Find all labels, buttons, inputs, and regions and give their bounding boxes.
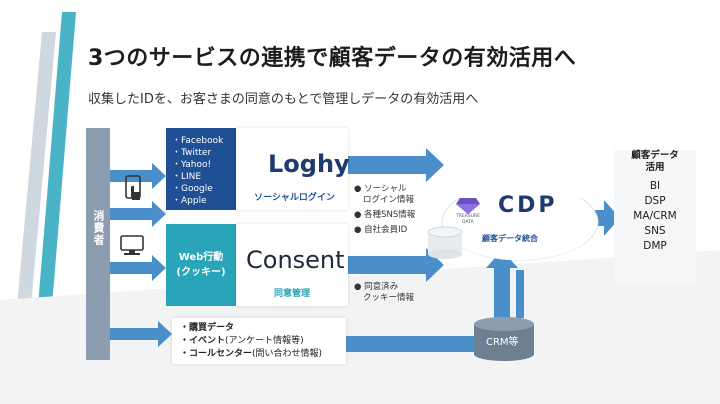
- social-sources-box: ・Facebook ・Twitter ・Yahoo! ・LINE ・Google…: [166, 128, 236, 210]
- social-source: ・Google: [172, 184, 213, 194]
- loghy-label: ソーシャルログイン: [254, 193, 335, 203]
- utilization-item: BI: [649, 180, 661, 192]
- page-title: 3つのサービスの連携で顧客データの有効活用へ: [88, 46, 577, 71]
- other-data-item: ・コールセンター(問い合わせ情報): [180, 349, 323, 359]
- page-subtitle: 収集したIDを、お客さまの同意のもとで管理しデータの有効活用へ: [88, 92, 479, 107]
- treasure-data-wordmark: TREASURE DATA: [456, 214, 480, 225]
- social-source: ・Apple: [172, 196, 207, 206]
- arrow-loghy-cdp: [348, 148, 444, 182]
- consumer-bar: 消費者: [86, 128, 110, 360]
- utilization-heading: 顧客データ 活用: [631, 150, 679, 173]
- loghy-box: Loghy ソーシャルログイン: [236, 128, 350, 210]
- consent-box: Consent 同意管理: [236, 224, 348, 306]
- arrow-cdp-right: [594, 200, 620, 236]
- bullet-item: ● 自社会員ID: [354, 225, 408, 235]
- output-panel: [614, 150, 696, 284]
- utilization-item: MA/CRM: [633, 210, 677, 222]
- consent-label: 同意管理: [274, 289, 311, 299]
- social-source: ・Facebook: [172, 136, 224, 146]
- smartphone-icon: [125, 175, 141, 200]
- social-source: ・LINE: [172, 172, 202, 182]
- storage-icon: [427, 226, 463, 259]
- bullet-item: ● 同意済み: [354, 282, 399, 292]
- utilization-item: SNS: [644, 225, 666, 237]
- arrow-crm-up: [486, 250, 518, 318]
- web-action-box: Web行動 (クッキー): [166, 224, 236, 306]
- bullet-item: ● 各種SNS情報: [354, 210, 416, 220]
- crm-database: [474, 317, 534, 361]
- arrow-crm-up-2: [516, 270, 524, 318]
- arrow-to-data: [110, 321, 172, 347]
- treasure-data-logo-icon: [456, 198, 480, 214]
- arrow-consent-cdp: [348, 248, 444, 282]
- bullets-loghy: ● ソーシャル ログイン情報 ● 各種SNS情報 ● 自社会員ID: [354, 184, 415, 236]
- arrow-bottom-crm: [346, 336, 478, 352]
- crm-label: CRM等: [486, 337, 519, 348]
- web-action-line2: (クッキー): [176, 267, 226, 278]
- cdp-label: 顧客データ統合: [482, 234, 538, 243]
- data-utilization-list: 顧客データ 活用 BI DSP MA/CRM SNS DMP: [616, 150, 694, 254]
- utilization-item: DSP: [644, 195, 666, 207]
- arrow-to-web: [110, 255, 166, 281]
- utilization-item: DMP: [643, 240, 667, 252]
- social-source: ・Yahoo!: [172, 160, 212, 170]
- social-source: ・Twitter: [172, 148, 212, 158]
- web-action-line1: Web行動: [178, 252, 224, 263]
- consent-logo: Consent: [246, 246, 345, 274]
- monitor-icon: [120, 235, 144, 255]
- bullet-item: ログイン情報: [363, 195, 415, 205]
- bullet-item: クッキー情報: [363, 293, 415, 303]
- bullet-item: ● ソーシャル: [354, 184, 407, 194]
- other-data-box: ・購買データ ・イベント(アンケート情報等) ・コールセンター(問い合わせ情報): [172, 318, 346, 364]
- other-data-item: ・購買データ: [180, 323, 235, 333]
- arrow-to-social-2: [110, 201, 166, 227]
- other-data-item: ・イベント(アンケート情報等): [180, 336, 304, 346]
- cdp-logo: CDP: [498, 193, 558, 218]
- bullets-consent: ● 同意済み クッキー情報: [354, 282, 414, 304]
- loghy-logo: Loghy: [268, 150, 350, 178]
